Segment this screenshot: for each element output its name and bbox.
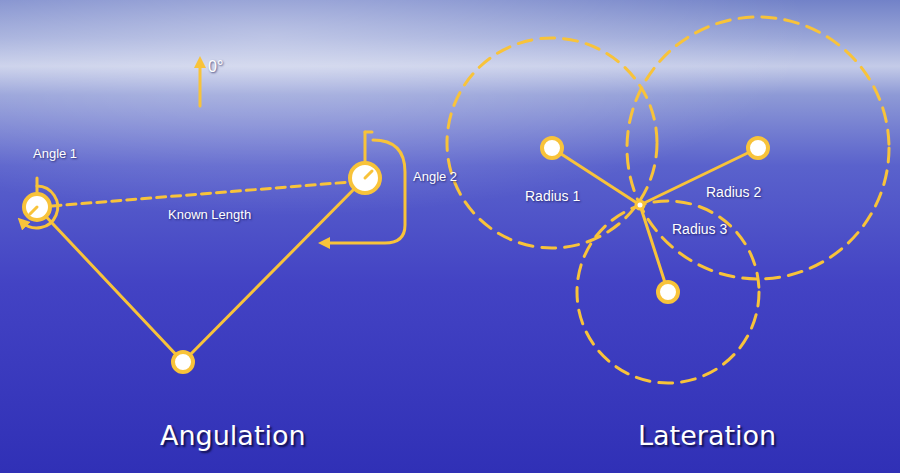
range-circle <box>447 38 657 248</box>
length-label: Known Length <box>168 208 251 223</box>
station-circle <box>542 138 562 158</box>
reference-line <box>364 132 367 163</box>
section-caption: Lateration <box>638 420 776 451</box>
station-circle <box>748 138 768 158</box>
background-haze <box>0 0 900 300</box>
target-circle <box>173 352 193 372</box>
north-arrow <box>199 62 202 106</box>
reference-tick <box>365 131 372 134</box>
bearing-line <box>37 207 183 362</box>
direction-label: 0° <box>208 58 223 76</box>
radius-label: Radius 2 <box>706 184 761 200</box>
angle-arc <box>324 140 405 243</box>
station-circle <box>24 194 50 220</box>
baseline-dashed <box>52 182 350 206</box>
target-point <box>636 201 644 209</box>
range-circle <box>577 201 759 383</box>
angle-arc <box>22 186 58 228</box>
bearing-tick <box>365 171 372 178</box>
section-caption: Angulation <box>160 420 306 451</box>
angle-label: Angle 2 <box>413 170 457 185</box>
bearing-tick <box>30 207 37 214</box>
radius-label: Radius 3 <box>672 221 727 237</box>
bearing-line <box>183 178 365 362</box>
radius-line <box>640 205 668 292</box>
range-circle <box>627 17 889 279</box>
station-circle <box>350 163 380 193</box>
radius-label: Radius 1 <box>525 188 580 204</box>
station-circle <box>658 282 678 302</box>
angle-label: Angle 1 <box>33 147 77 162</box>
